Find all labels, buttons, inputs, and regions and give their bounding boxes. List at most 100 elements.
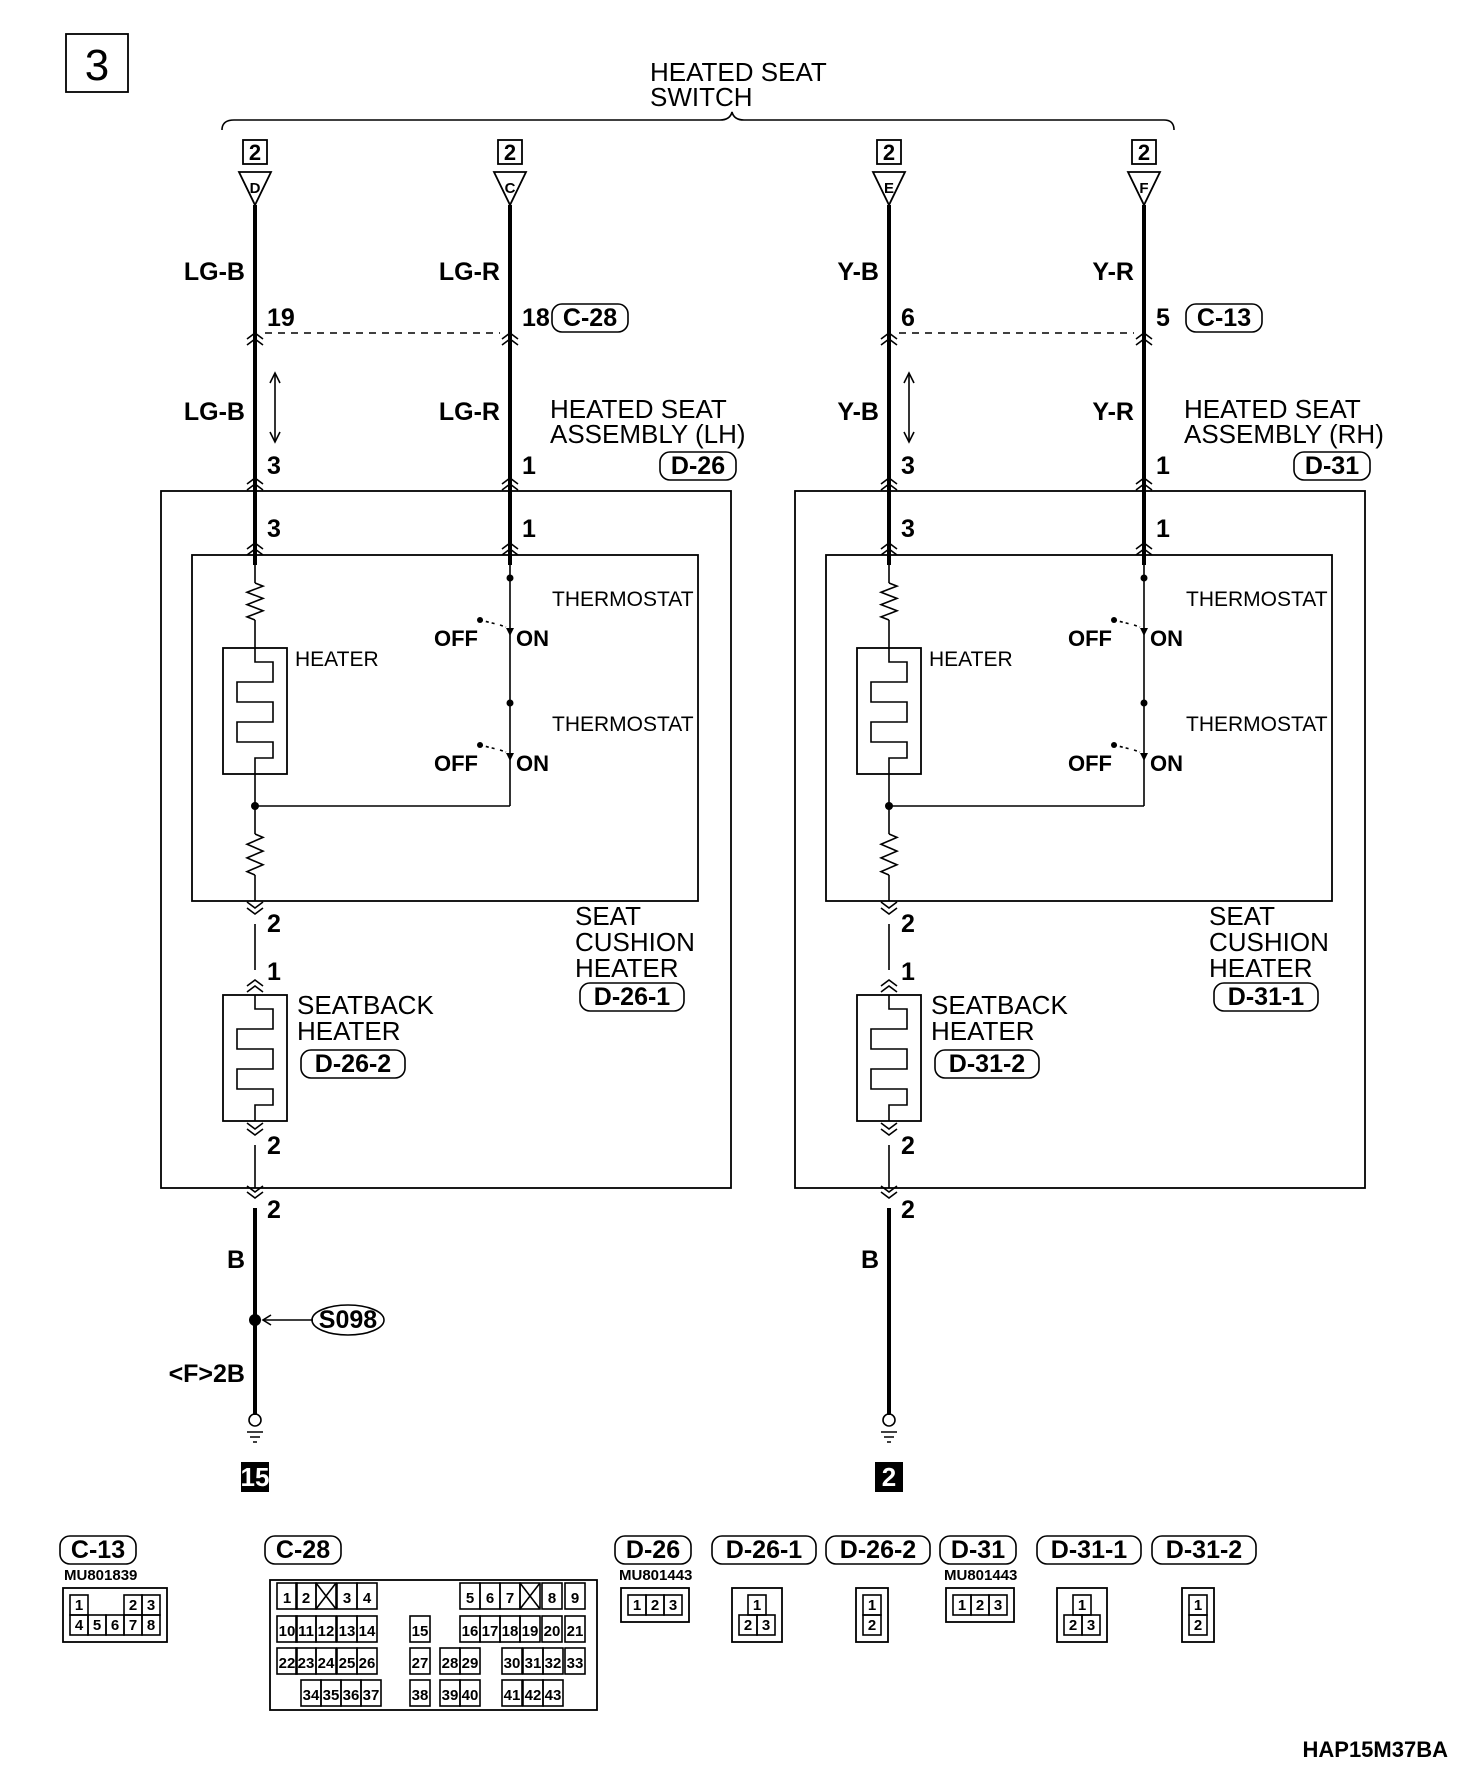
connector-chevron [1135,477,1153,485]
connector-pin-cell [564,1615,586,1643]
wire-color-upper: LG-R [439,258,500,286]
connector-chevron [246,1185,264,1193]
cushion-label-line2: CUSHION [575,927,695,957]
inner-connector-mark [246,542,264,556]
inner-pin: 3 [901,515,915,543]
connector-pin-label: 1 [753,1597,761,1614]
seatback-heater-element-box [856,994,922,1122]
connector-pin-cell [409,1615,431,1643]
connector-pin-cell [501,1647,523,1675]
connector-chevron [880,1185,898,1193]
connector-arrow-heads [269,371,281,444]
seatback-connector-tag-outline [300,1049,406,1079]
connector-pin-label: 3 [669,1597,677,1614]
connector-pin-label: 10 [279,1623,296,1640]
connector-pin-label: 1 [75,1597,83,1614]
connector-view-tag-outline [825,1535,931,1565]
inner-connector-mark [1135,542,1153,556]
connector-pin-cell [862,1614,882,1636]
switch-on-label: ON [516,626,549,651]
cushion-out-mark [880,901,898,915]
connector-chevron [880,548,898,556]
assembly-label-line1: HEATED SEAT [550,394,727,424]
connector-chevron [1135,332,1153,340]
connector-view-tag: D-26-1 [726,1536,803,1564]
assembly-connector-mark [880,477,898,491]
connector-chevron [1135,548,1153,556]
terminal-number-box [242,139,268,165]
connector-pin-cell [519,1615,541,1643]
connector-pin-cell [276,1582,298,1610]
heater-label: HEATER [929,648,1013,671]
connector-chevron [246,542,264,550]
switch-label-line2: SWITCH [650,82,753,112]
inner-connector-mark [501,542,519,556]
connector-pin-cell [542,1679,564,1707]
junction-connector-tag-outline [551,303,629,333]
seatback-heater-element-box [222,994,288,1122]
terminal-letter: C [505,180,516,197]
seatback-heater-element-coil [236,995,274,1121]
junction-pin: 19 [267,304,295,332]
connector-pin-label: 1 [958,1597,966,1614]
cushion-heater-outline [191,554,699,902]
wire-color-lower: LG-R [439,398,500,426]
heater-label: HEATER [295,648,379,671]
connector-pin-cell [141,1614,161,1636]
connector-pin-label: 27 [412,1655,429,1672]
thermostat-dot [506,574,514,582]
connector-pin-label: 31 [525,1655,542,1672]
connector-pin-label: 2 [302,1590,310,1607]
splice-arrowhead [261,1314,272,1326]
assembly-connector-tag-outline [1293,451,1371,481]
connector-pin-label: 1 [1078,1597,1086,1614]
connector-pin-label: 2 [651,1597,659,1614]
connector-pin-label: 5 [93,1617,101,1634]
connector-chevron [880,1191,898,1199]
cushion-label-line1: SEAT [575,901,641,931]
connector-chevron [1135,483,1153,491]
seatback-out-mark [246,1122,264,1136]
resistor-lower [244,833,266,876]
junction-pin: 6 [901,304,915,332]
connector-chevron [1135,542,1153,550]
connector-chevron [246,907,264,915]
connector-pin-label: 6 [111,1617,119,1634]
connector-chevron [880,483,898,491]
connector-chevron [246,1128,264,1136]
connector-chevron [501,548,519,556]
page-number-box: 3 [65,33,129,93]
connector-pin-cell [360,1679,382,1707]
connector-pin-cell [276,1615,298,1643]
connector-part-number: MU801443 [944,1567,1017,1584]
page-number: 3 [85,41,109,90]
connector-chevron [246,985,264,993]
connector-pin-label: 1 [283,1590,291,1607]
ground-harness: <F>2B [169,1360,245,1388]
ground-wire-color: B [861,1246,879,1274]
connector-pin-label: 21 [567,1623,584,1640]
connector-pin-label: 32 [545,1655,562,1672]
connector-pin-label: 33 [567,1655,584,1672]
cushion-heater-element-coil [236,648,274,774]
terminal-letter: E [884,180,894,197]
connector-pin-cell [276,1647,298,1675]
resistor-upper [878,582,900,621]
connector-chevron [880,901,898,909]
cushion-label-line3: HEATER [1209,953,1313,983]
ground-symbol [882,1413,896,1427]
connector-pin-label: 26 [359,1655,376,1672]
connector-pin-label: 9 [571,1590,579,1607]
assembly-connector-tag: D-26 [671,452,725,480]
connector-pin-cell [356,1582,378,1610]
cushion-heater-element [222,647,288,775]
inner-pin: 1 [522,515,536,543]
connector-view-outline [945,1587,1015,1623]
inner-connector-mark [880,542,898,556]
cushion-heater-element-box [856,647,922,775]
assembly-pin: 3 [901,452,915,480]
thermostat-dash [1113,619,1141,628]
assembly-outline [794,490,1366,1189]
connector-pin-label: 3 [994,1597,1002,1614]
